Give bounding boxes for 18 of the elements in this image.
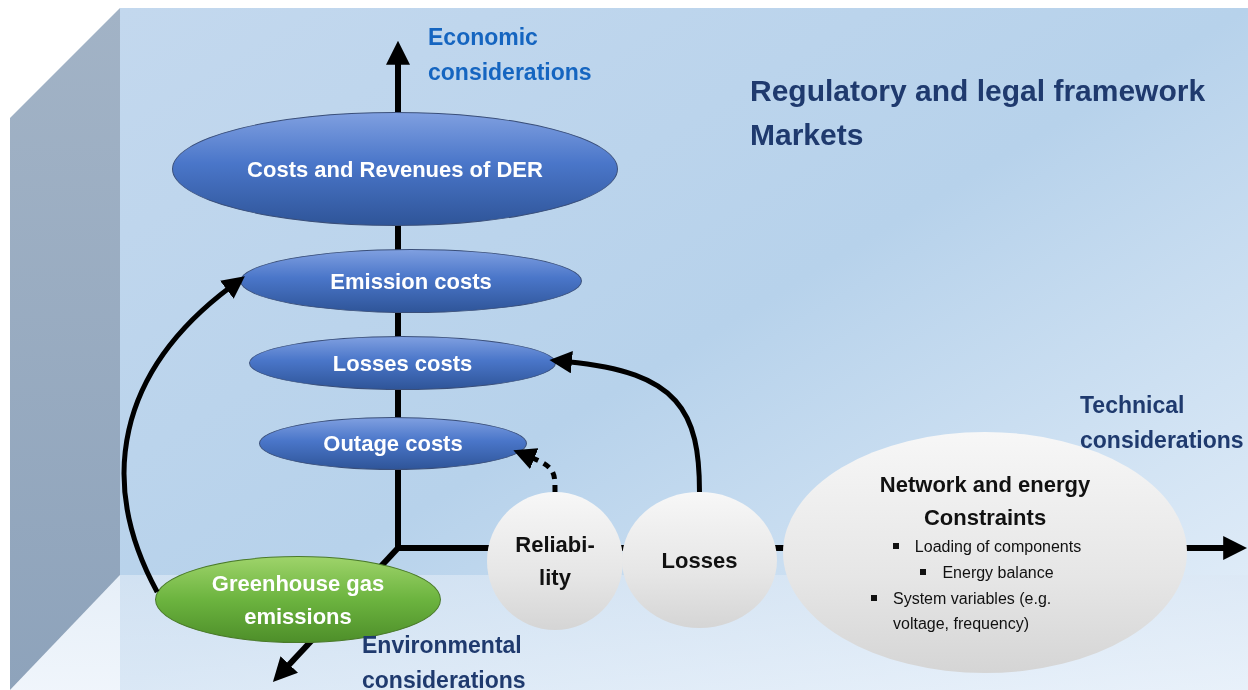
bullet-item: Energy balance	[916, 559, 1054, 586]
axis-label: Economic considerations	[428, 23, 593, 87]
node-label: Greenhouse gas emissions	[210, 569, 386, 631]
title-text: Markets	[750, 117, 864, 153]
node-label: Emission costs	[330, 267, 492, 296]
bullet-item: System variables (e.g. voltage, frequency)	[867, 585, 1103, 637]
title-text: Regulatory and legal framework	[750, 73, 1206, 109]
node-label: Losses	[661, 546, 738, 575]
node-label: Losses costs	[332, 349, 473, 378]
axis-label: Technical considerations	[1080, 391, 1245, 455]
node-label: Network and energy Constraints	[878, 471, 1092, 533]
node-label: Outage costs	[323, 430, 463, 458]
bullet-item: Loading of components	[888, 534, 1082, 560]
curved-arrow	[549, 351, 702, 493]
node-label: Costs and Revenues of DER	[247, 155, 543, 184]
curved-arrow	[121, 275, 245, 594]
node-label: Reliabi- lity	[514, 531, 596, 592]
axis-label: Environmental considerations	[362, 631, 527, 690]
